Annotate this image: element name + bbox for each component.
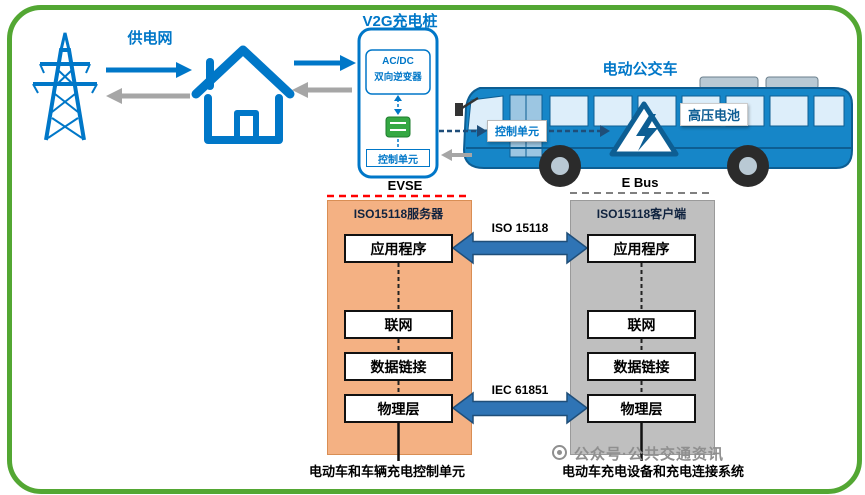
caption-left: 电动车和车辆充电控制单元 bbox=[308, 464, 465, 479]
bus-control-unit-label: 控制单元 bbox=[487, 120, 547, 142]
house-icon bbox=[191, 45, 295, 144]
inverter-label-line1: AC/DC bbox=[382, 56, 414, 67]
evse-layer-physical: 物理层 bbox=[344, 394, 453, 423]
high-voltage-warning-icon bbox=[609, 101, 679, 157]
evse-section-label: EVSE bbox=[387, 178, 423, 193]
inverter-module-icon bbox=[385, 116, 411, 138]
ebus-section-label: E Bus bbox=[621, 175, 659, 190]
energy-flow-arrows bbox=[106, 55, 356, 104]
caption-right: 电动车充电设备和充电连接系统 bbox=[561, 464, 744, 479]
iso15118-server-title: ISO15118服务器 bbox=[353, 207, 444, 221]
iec61851-arrow bbox=[451, 391, 589, 425]
high-voltage-battery-label: 高压电池 bbox=[680, 103, 748, 126]
evse-layer-network: 联网 bbox=[344, 310, 453, 339]
evse-layer-application: 应用程序 bbox=[344, 234, 453, 263]
control-signal-arrows bbox=[439, 125, 610, 161]
stack-layer-connectors bbox=[397, 263, 643, 394]
iec61851-arrow-label: IEC 61851 bbox=[491, 383, 549, 397]
ebus-layer-datalink: 数据链接 bbox=[587, 352, 696, 381]
ebus-layer-network: 联网 bbox=[587, 310, 696, 339]
power-grid-tower-icon bbox=[32, 32, 98, 141]
iso15118-arrow-label: ISO 15118 bbox=[491, 221, 549, 235]
ebus-layer-physical: 物理层 bbox=[587, 394, 696, 423]
watermark-text: 公众号·公共交通资讯 bbox=[574, 446, 724, 463]
diagram-border bbox=[7, 5, 862, 494]
grid-label: 供电网 bbox=[127, 30, 173, 47]
evse-layer-datalink: 数据链接 bbox=[344, 352, 453, 381]
ebus-layer-application: 应用程序 bbox=[587, 234, 696, 263]
charger-control-unit-label: 控制单元 bbox=[366, 149, 430, 167]
inverter-label-line2: 双向逆变器 bbox=[374, 72, 422, 83]
watermark-logo-icon bbox=[552, 445, 567, 460]
charging-pile-icon bbox=[357, 27, 439, 179]
charger-title: V2G充电桩 bbox=[362, 13, 438, 30]
iso15118-arrow bbox=[451, 231, 589, 265]
physical-layer-leads bbox=[397, 423, 643, 461]
iso15118-client-title: ISO15118客户端 bbox=[596, 207, 687, 221]
bus-title: 电动公交车 bbox=[602, 61, 678, 78]
